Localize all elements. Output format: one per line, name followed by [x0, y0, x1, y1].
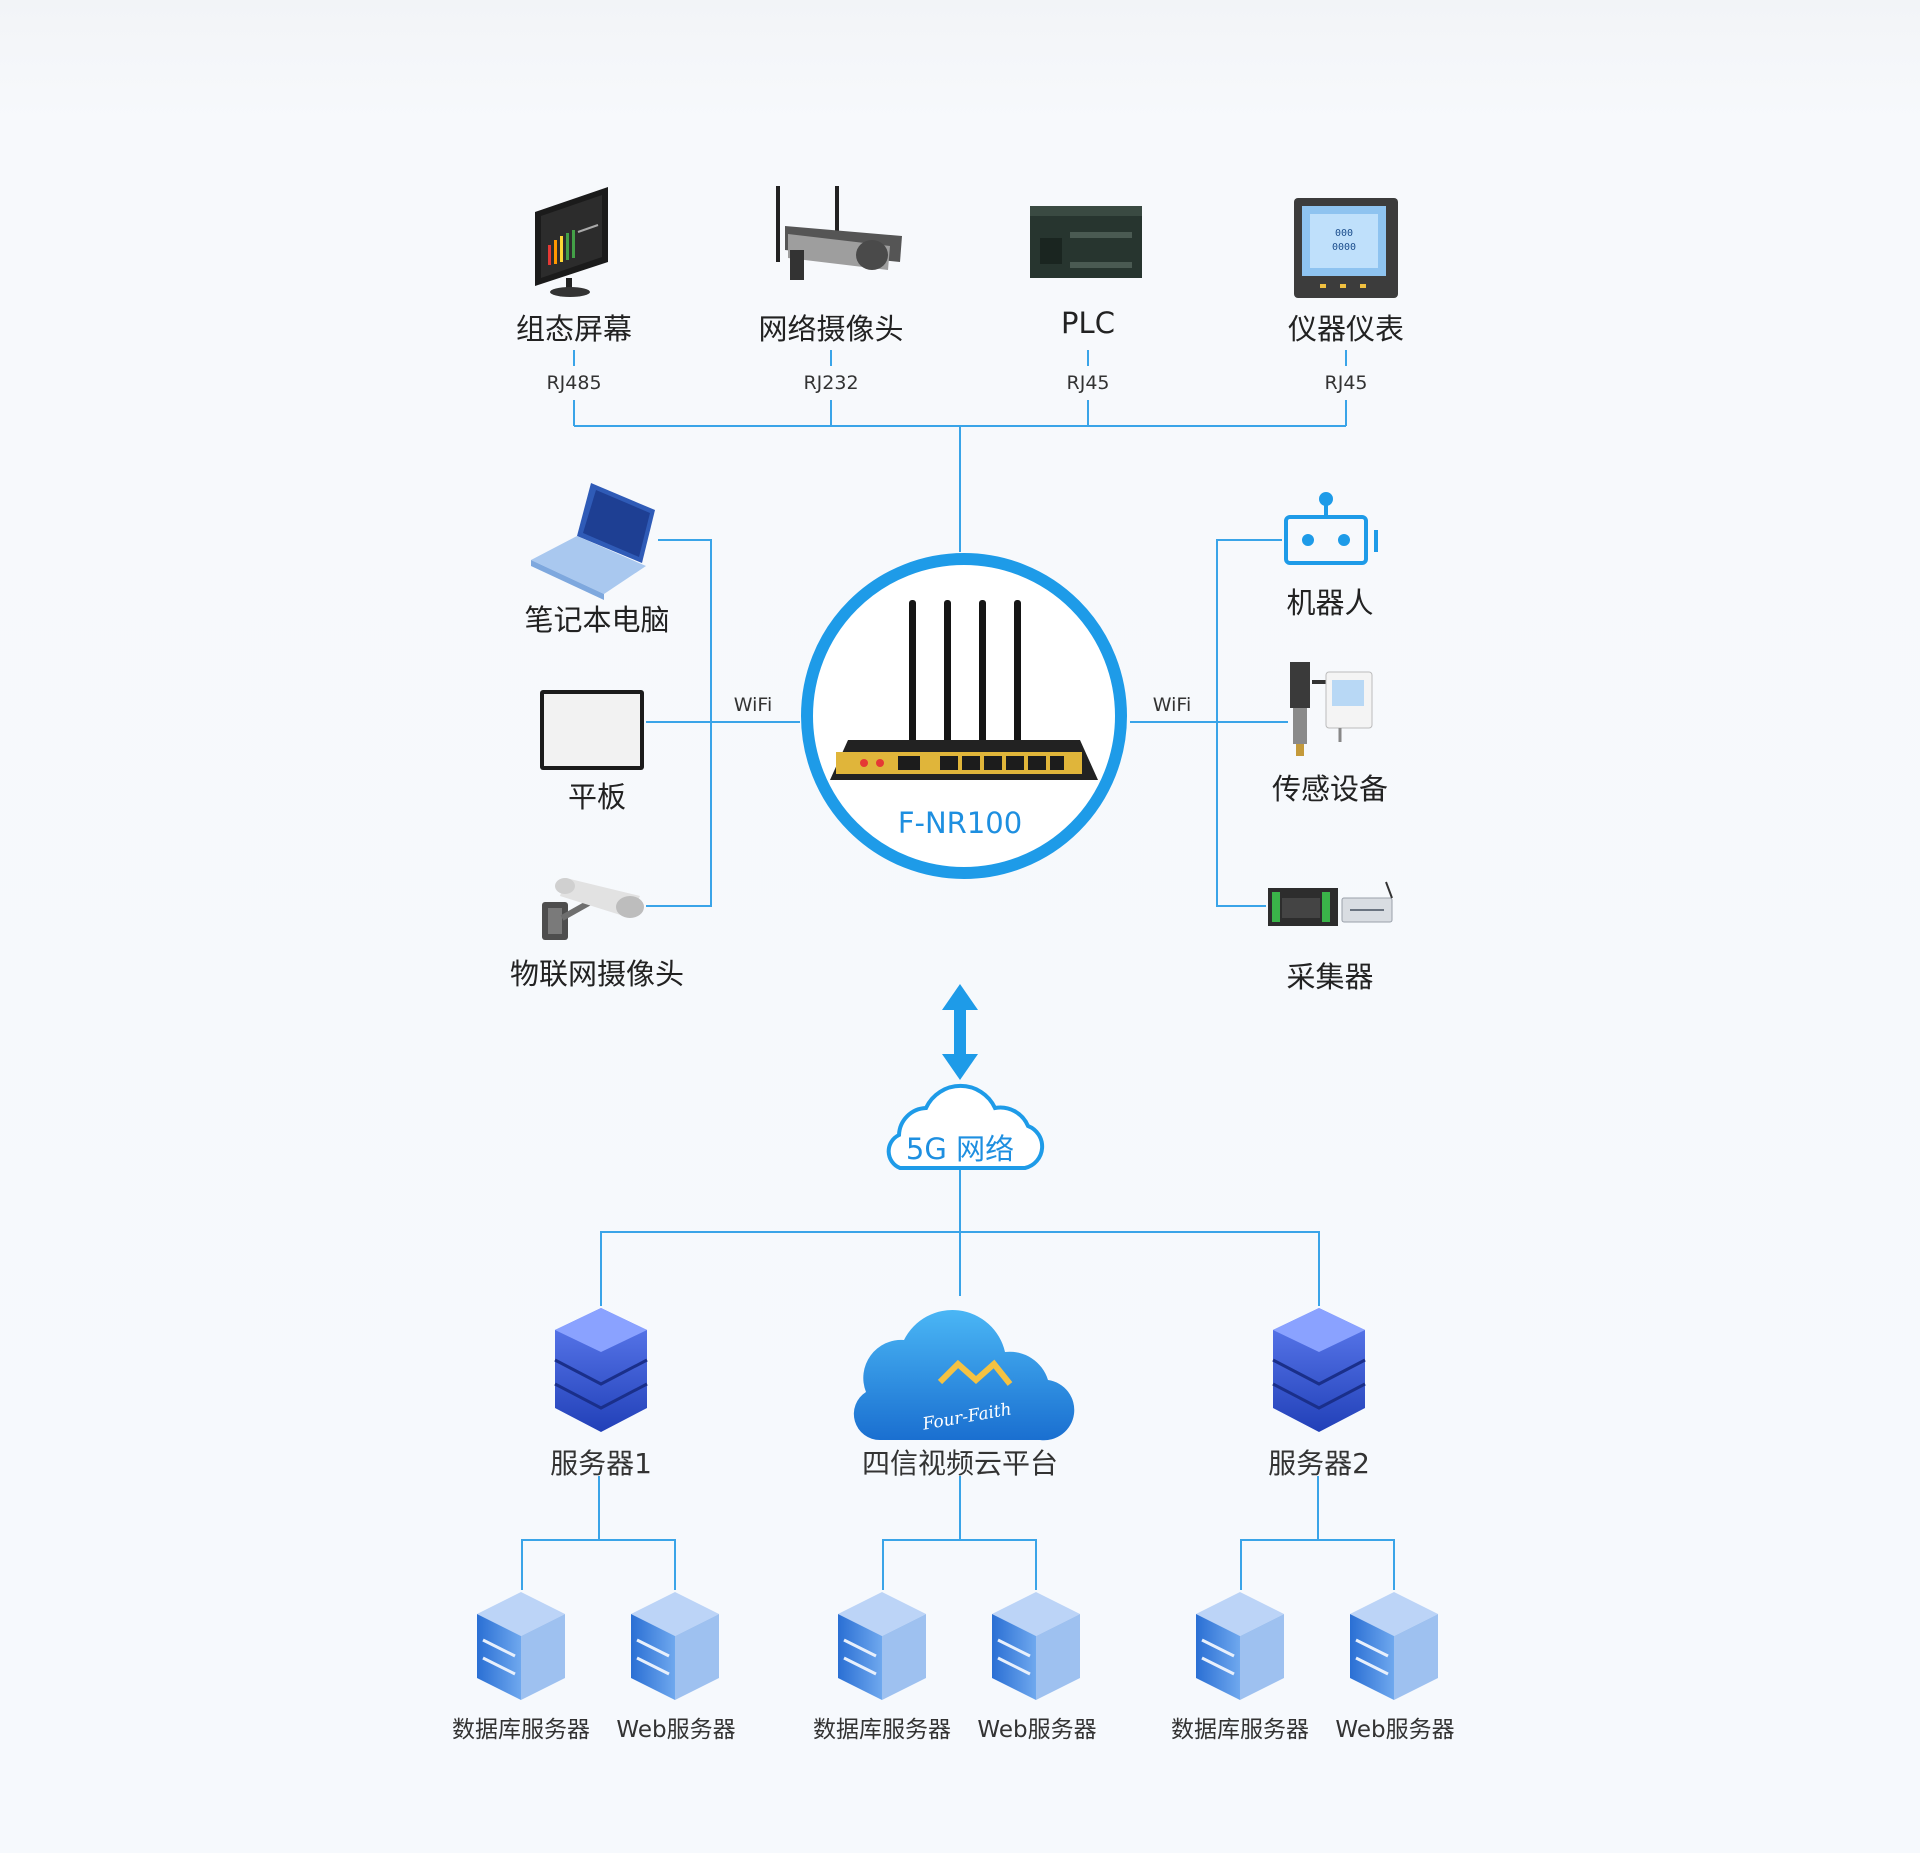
robot-icon: [1284, 492, 1378, 565]
device-label-collector: 采集器: [1286, 960, 1374, 994]
svg-text:0000: 0000: [1332, 242, 1356, 253]
cloud-platform-icon: Four-Faith: [853, 1310, 1075, 1441]
sub-server-label: Web服务器: [1335, 1717, 1455, 1743]
sub-server-label: Web服务器: [616, 1717, 736, 1743]
server-box-icon: [838, 1592, 926, 1700]
svg-text:000: 000: [1335, 228, 1353, 239]
server-box-icon: [1196, 1592, 1284, 1700]
server-box-icon: [1350, 1592, 1438, 1700]
cloud-outline-icon: [886, 1084, 1045, 1170]
laptop-icon: [531, 483, 655, 600]
router-name: F-NR100: [897, 806, 1023, 840]
device-label-plc: PLC: [1061, 306, 1115, 340]
sub-server-label: Web服务器: [977, 1717, 1097, 1743]
collector-icon: [1268, 881, 1393, 926]
server-stack-icon: [1272, 1308, 1366, 1432]
tablet-icon: [540, 690, 644, 770]
iot-camera-icon: [542, 878, 644, 940]
sub-server-label: 数据库服务器: [813, 1717, 951, 1743]
cloud-platform-label: 四信视频云平台: [861, 1447, 1059, 1480]
connection-lines: [521, 350, 1395, 1590]
router-circle: [801, 553, 1127, 879]
device-label-monitor: 组态屏幕: [515, 312, 633, 346]
server-stack-icon: [554, 1308, 648, 1432]
server-box-icon: [992, 1592, 1080, 1700]
plc-icon: [1030, 206, 1142, 278]
server-label-2: 服务器2: [1268, 1447, 1370, 1480]
wifi-label-left: WiFi: [733, 694, 773, 716]
sub-server-label: 数据库服务器: [1171, 1717, 1309, 1743]
monitor-icon: [535, 187, 608, 297]
port-label-monitor: RJ485: [546, 372, 602, 394]
device-label-laptop: 笔记本电脑: [524, 603, 670, 637]
meter-icon: 000 0000: [1294, 198, 1398, 298]
sub-servers: [477, 1592, 1438, 1700]
network-label: 5G 网络: [905, 1132, 1015, 1166]
router-icon: [830, 600, 1098, 780]
device-label-robot: 机器人: [1286, 586, 1374, 620]
device-label-sensor: 传感设备: [1271, 772, 1389, 806]
port-label-network-camera: RJ232: [803, 372, 859, 394]
device-label-network-camera: 网络摄像头: [758, 312, 904, 346]
server-box-icon: [477, 1592, 565, 1700]
server-label-1: 服务器1: [550, 1447, 652, 1480]
port-label-meter: RJ45: [1324, 372, 1368, 394]
double-arrow-icon: [942, 984, 978, 1080]
device-label-iot-camera: 物联网摄像头: [509, 957, 685, 991]
sensor-icon: [1290, 662, 1373, 756]
sub-server-label: 数据库服务器: [452, 1717, 590, 1743]
server-box-icon: [631, 1592, 719, 1700]
bullet-camera-icon: [776, 186, 902, 280]
device-label-meter: 仪器仪表: [1287, 312, 1405, 346]
device-label-tablet: 平板: [567, 780, 627, 814]
wifi-label-right: WiFi: [1152, 694, 1192, 716]
port-label-plc: RJ45: [1066, 372, 1110, 394]
